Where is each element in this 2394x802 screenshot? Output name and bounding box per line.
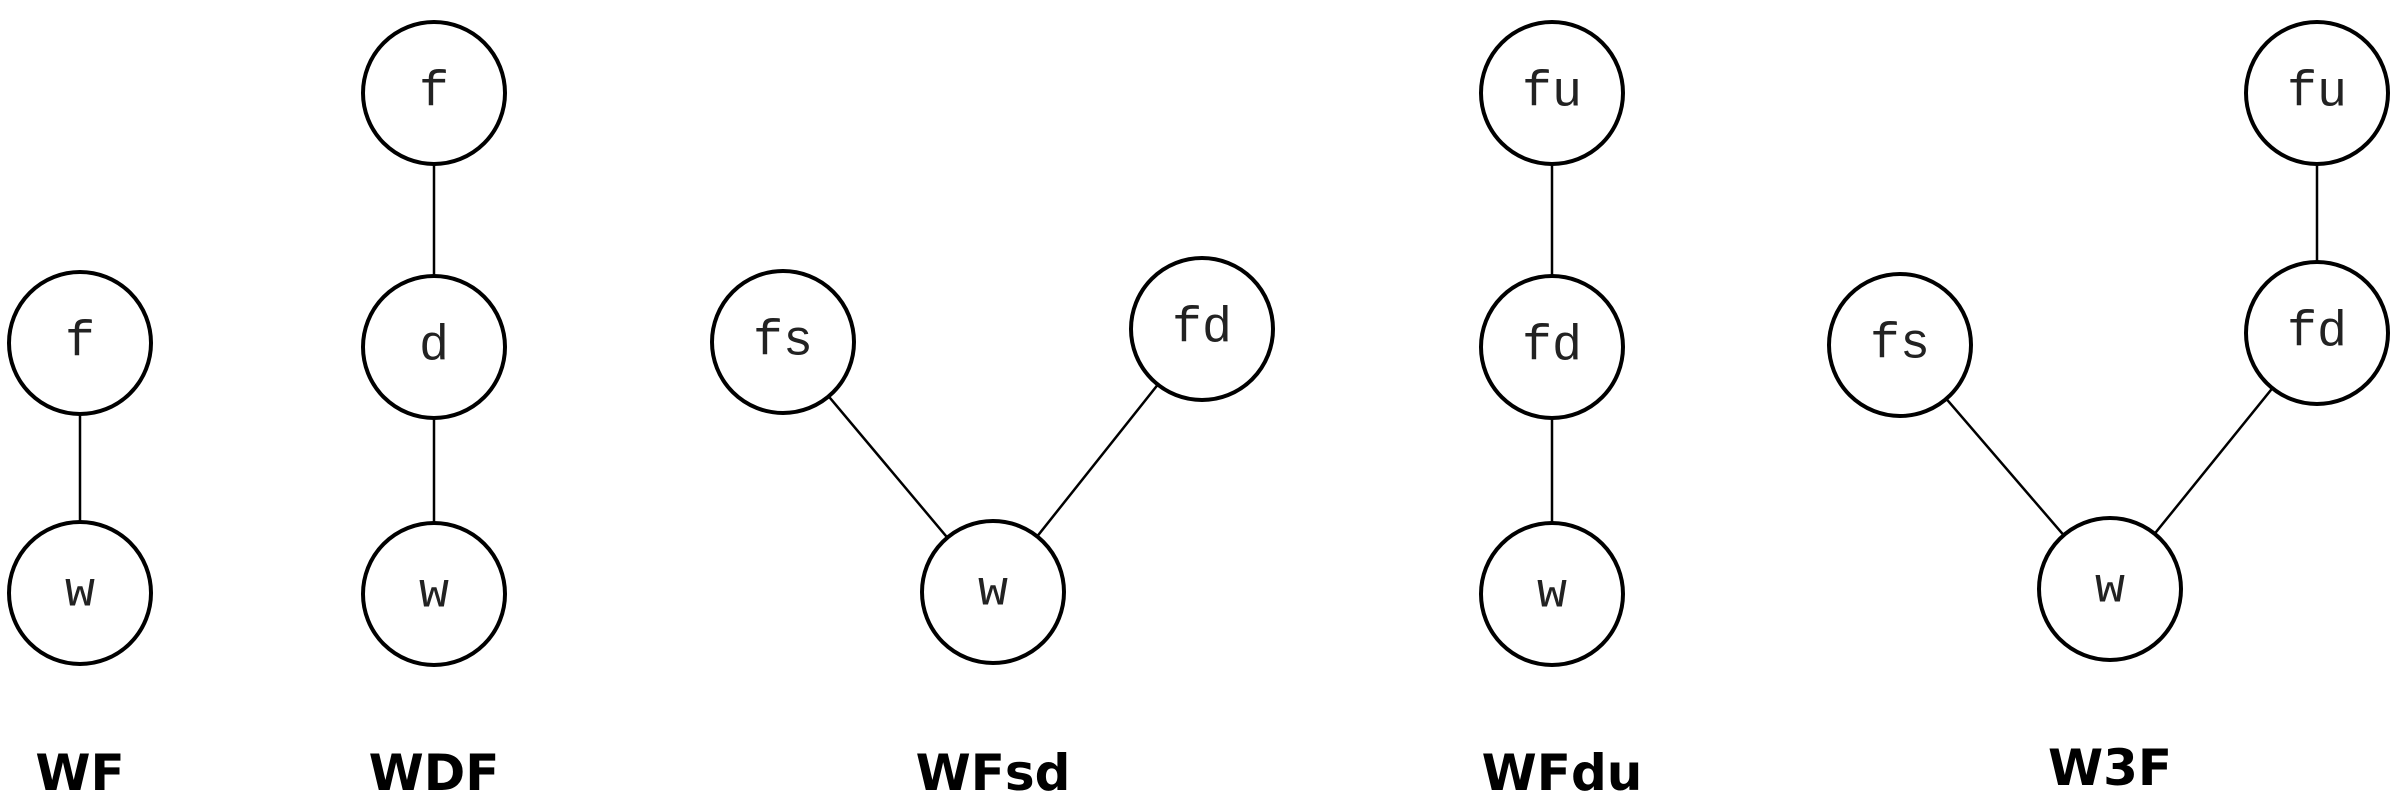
node-circle bbox=[361, 274, 507, 420]
node-label: fd bbox=[1522, 319, 1582, 376]
caption-wf: WF bbox=[35, 744, 124, 802]
node-circle bbox=[1479, 521, 1625, 667]
node-w3f-fd: fd bbox=[2244, 260, 2390, 406]
node-circle bbox=[1479, 20, 1625, 166]
node-label: w bbox=[978, 564, 1008, 621]
node-circle bbox=[2244, 260, 2390, 406]
node-label: fd bbox=[1172, 301, 1232, 358]
node-label: w bbox=[65, 565, 95, 622]
node-circle bbox=[361, 20, 507, 166]
node-circle bbox=[2037, 516, 2183, 662]
node-w3f-w: w bbox=[2037, 516, 2183, 662]
node-wfsd-fs: fs bbox=[710, 269, 856, 415]
node-label: f bbox=[419, 65, 449, 122]
caption-wfdu: WFdu bbox=[1482, 744, 1643, 802]
node-circle bbox=[2244, 20, 2390, 166]
captions-layer: WF WDF WFsd WFdu W3F bbox=[35, 739, 2172, 802]
node-label: d bbox=[419, 319, 449, 376]
caption-wfsd: WFsd bbox=[916, 744, 1071, 802]
node-w3f-fu: fu bbox=[2244, 20, 2390, 166]
node-circle bbox=[7, 270, 153, 416]
node-wdf-f: f bbox=[361, 20, 507, 166]
node-circle bbox=[1129, 256, 1275, 402]
node-label: w bbox=[1537, 566, 1567, 623]
node-wf-w: w bbox=[7, 520, 153, 666]
node-label: fs bbox=[753, 314, 813, 371]
node-label: fu bbox=[1522, 65, 1582, 122]
caption-wdf: WDF bbox=[369, 744, 500, 802]
node-circle bbox=[7, 520, 153, 666]
node-circle bbox=[1479, 274, 1625, 420]
node-w3f-fs: fs bbox=[1827, 272, 1973, 418]
node-circle bbox=[710, 269, 856, 415]
node-wfsd-fd: fd bbox=[1129, 256, 1275, 402]
node-circle bbox=[1827, 272, 1973, 418]
node-label: f bbox=[65, 315, 95, 372]
node-circle bbox=[361, 521, 507, 667]
node-label: fu bbox=[2287, 65, 2347, 122]
node-wfdu-fd: fd bbox=[1479, 274, 1625, 420]
node-label: w bbox=[2095, 561, 2125, 618]
node-wdf-d: d bbox=[361, 274, 507, 420]
node-wfdu-fu: fu bbox=[1479, 20, 1625, 166]
node-wf-f: f bbox=[7, 270, 153, 416]
node-label: fs bbox=[1870, 317, 1930, 374]
node-wdf-w: w bbox=[361, 521, 507, 667]
node-circle bbox=[920, 519, 1066, 665]
node-wfdu-w: w bbox=[1479, 521, 1625, 667]
caption-w3f: W3F bbox=[2048, 739, 2172, 797]
node-label: w bbox=[419, 566, 449, 623]
node-wfsd-w: w bbox=[920, 519, 1066, 665]
node-label: fd bbox=[2287, 305, 2347, 362]
